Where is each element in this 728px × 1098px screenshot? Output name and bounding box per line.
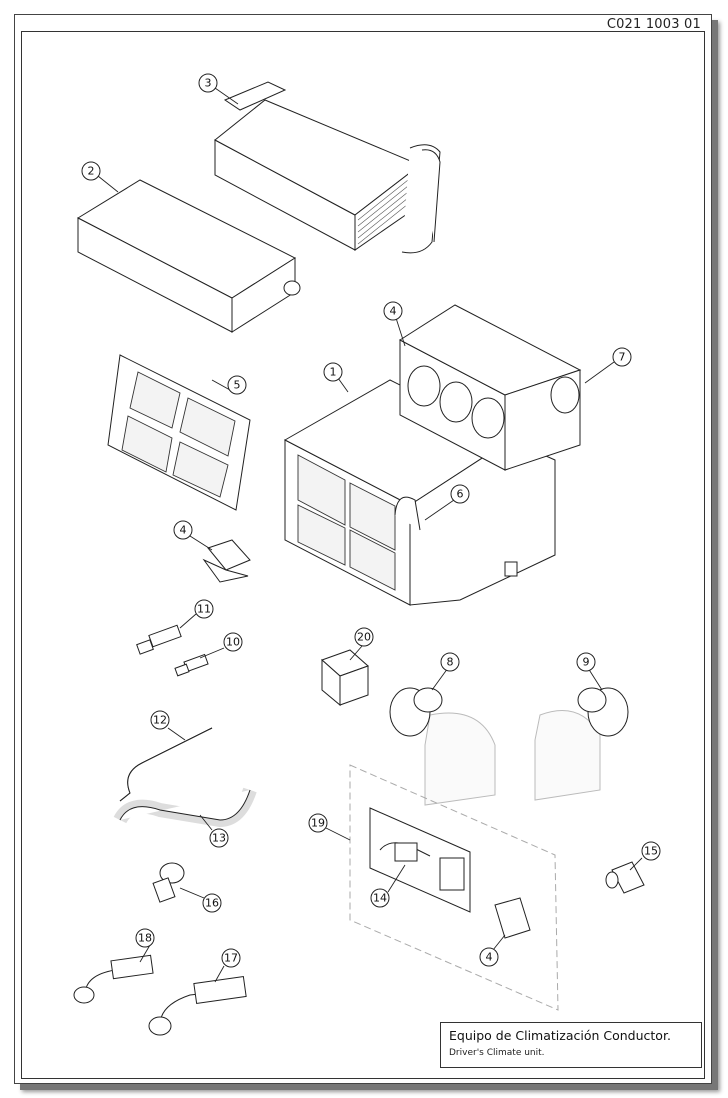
svg-text:20: 20 xyxy=(357,631,371,644)
actuator-left xyxy=(202,539,251,583)
svg-text:6: 6 xyxy=(457,488,464,501)
svg-text:8: 8 xyxy=(447,656,454,669)
callout-15: 15 xyxy=(641,841,661,861)
callout-6: 6 xyxy=(450,484,470,504)
svg-text:9: 9 xyxy=(583,656,590,669)
drawing-frame xyxy=(21,31,705,1079)
svg-text:7: 7 xyxy=(619,351,626,364)
svg-text:1: 1 xyxy=(330,366,337,379)
svg-text:14: 14 xyxy=(373,892,387,905)
callout-4-mid: 4 xyxy=(173,520,193,540)
callout-14: 14 xyxy=(370,888,390,908)
callout-5: 5 xyxy=(227,375,247,395)
svg-text:5: 5 xyxy=(234,379,241,392)
callout-11: 11 xyxy=(194,599,214,619)
callout-18: 18 xyxy=(135,928,155,948)
svg-text:3: 3 xyxy=(205,77,212,90)
control-plate xyxy=(369,807,471,913)
filter-box xyxy=(76,179,301,333)
svg-text:12: 12 xyxy=(153,714,167,727)
svg-text:16: 16 xyxy=(205,897,219,910)
callout-12: 12 xyxy=(150,710,170,730)
callout-4-top: 4 xyxy=(383,301,403,321)
svg-text:13: 13 xyxy=(212,832,226,845)
actuator-group xyxy=(494,897,531,939)
drawing-code: C021 1003 01 xyxy=(606,17,701,32)
callout-2: 2 xyxy=(81,161,101,181)
callout-10: 10 xyxy=(223,632,243,652)
outlet-housing xyxy=(399,304,582,471)
callout-3: 3 xyxy=(198,73,218,93)
callout-20: 20 xyxy=(354,627,374,647)
svg-text:4: 4 xyxy=(390,305,397,318)
fitting-11 xyxy=(136,624,182,655)
svg-text:4: 4 xyxy=(180,524,187,537)
drain-hose xyxy=(394,496,421,531)
blower-motor-8 xyxy=(389,687,496,806)
hose-fitting-17 xyxy=(148,976,247,1036)
svg-text:15: 15 xyxy=(644,845,658,858)
valve-15 xyxy=(605,861,645,894)
svg-text:17: 17 xyxy=(224,952,238,965)
hose-fitting-18 xyxy=(73,954,154,1004)
callout-9: 9 xyxy=(576,652,596,672)
callout-8: 8 xyxy=(440,652,460,672)
filter-panel xyxy=(107,354,251,511)
callout-17: 17 xyxy=(221,948,241,968)
svg-text:11: 11 xyxy=(197,603,211,616)
callout-19: 19 xyxy=(308,813,328,833)
callout-1: 1 xyxy=(323,362,343,382)
main-housing xyxy=(283,379,556,606)
callout-16: 16 xyxy=(202,893,222,913)
evaporator-coil xyxy=(214,81,441,254)
relay-block xyxy=(321,649,369,707)
fitting-10 xyxy=(174,653,209,677)
blower-motor-9 xyxy=(534,687,629,801)
svg-text:18: 18 xyxy=(138,932,152,945)
svg-text:19: 19 xyxy=(311,817,325,830)
title-block: Equipo de Climatización Conductor. Drive… xyxy=(440,1022,702,1068)
title-spanish: Equipo de Climatización Conductor. xyxy=(449,1028,671,1043)
elbow-16 xyxy=(152,862,185,903)
control-group-outline xyxy=(349,764,559,1011)
title-english: Driver's Climate unit. xyxy=(449,1048,545,1058)
leader-lines xyxy=(97,87,643,983)
svg-text:2: 2 xyxy=(88,165,95,178)
callout-7: 7 xyxy=(612,347,632,367)
svg-text:10: 10 xyxy=(226,636,240,649)
callout-4-bottom: 4 xyxy=(479,947,499,967)
svg-text:4: 4 xyxy=(486,951,493,964)
callout-13: 13 xyxy=(209,828,229,848)
